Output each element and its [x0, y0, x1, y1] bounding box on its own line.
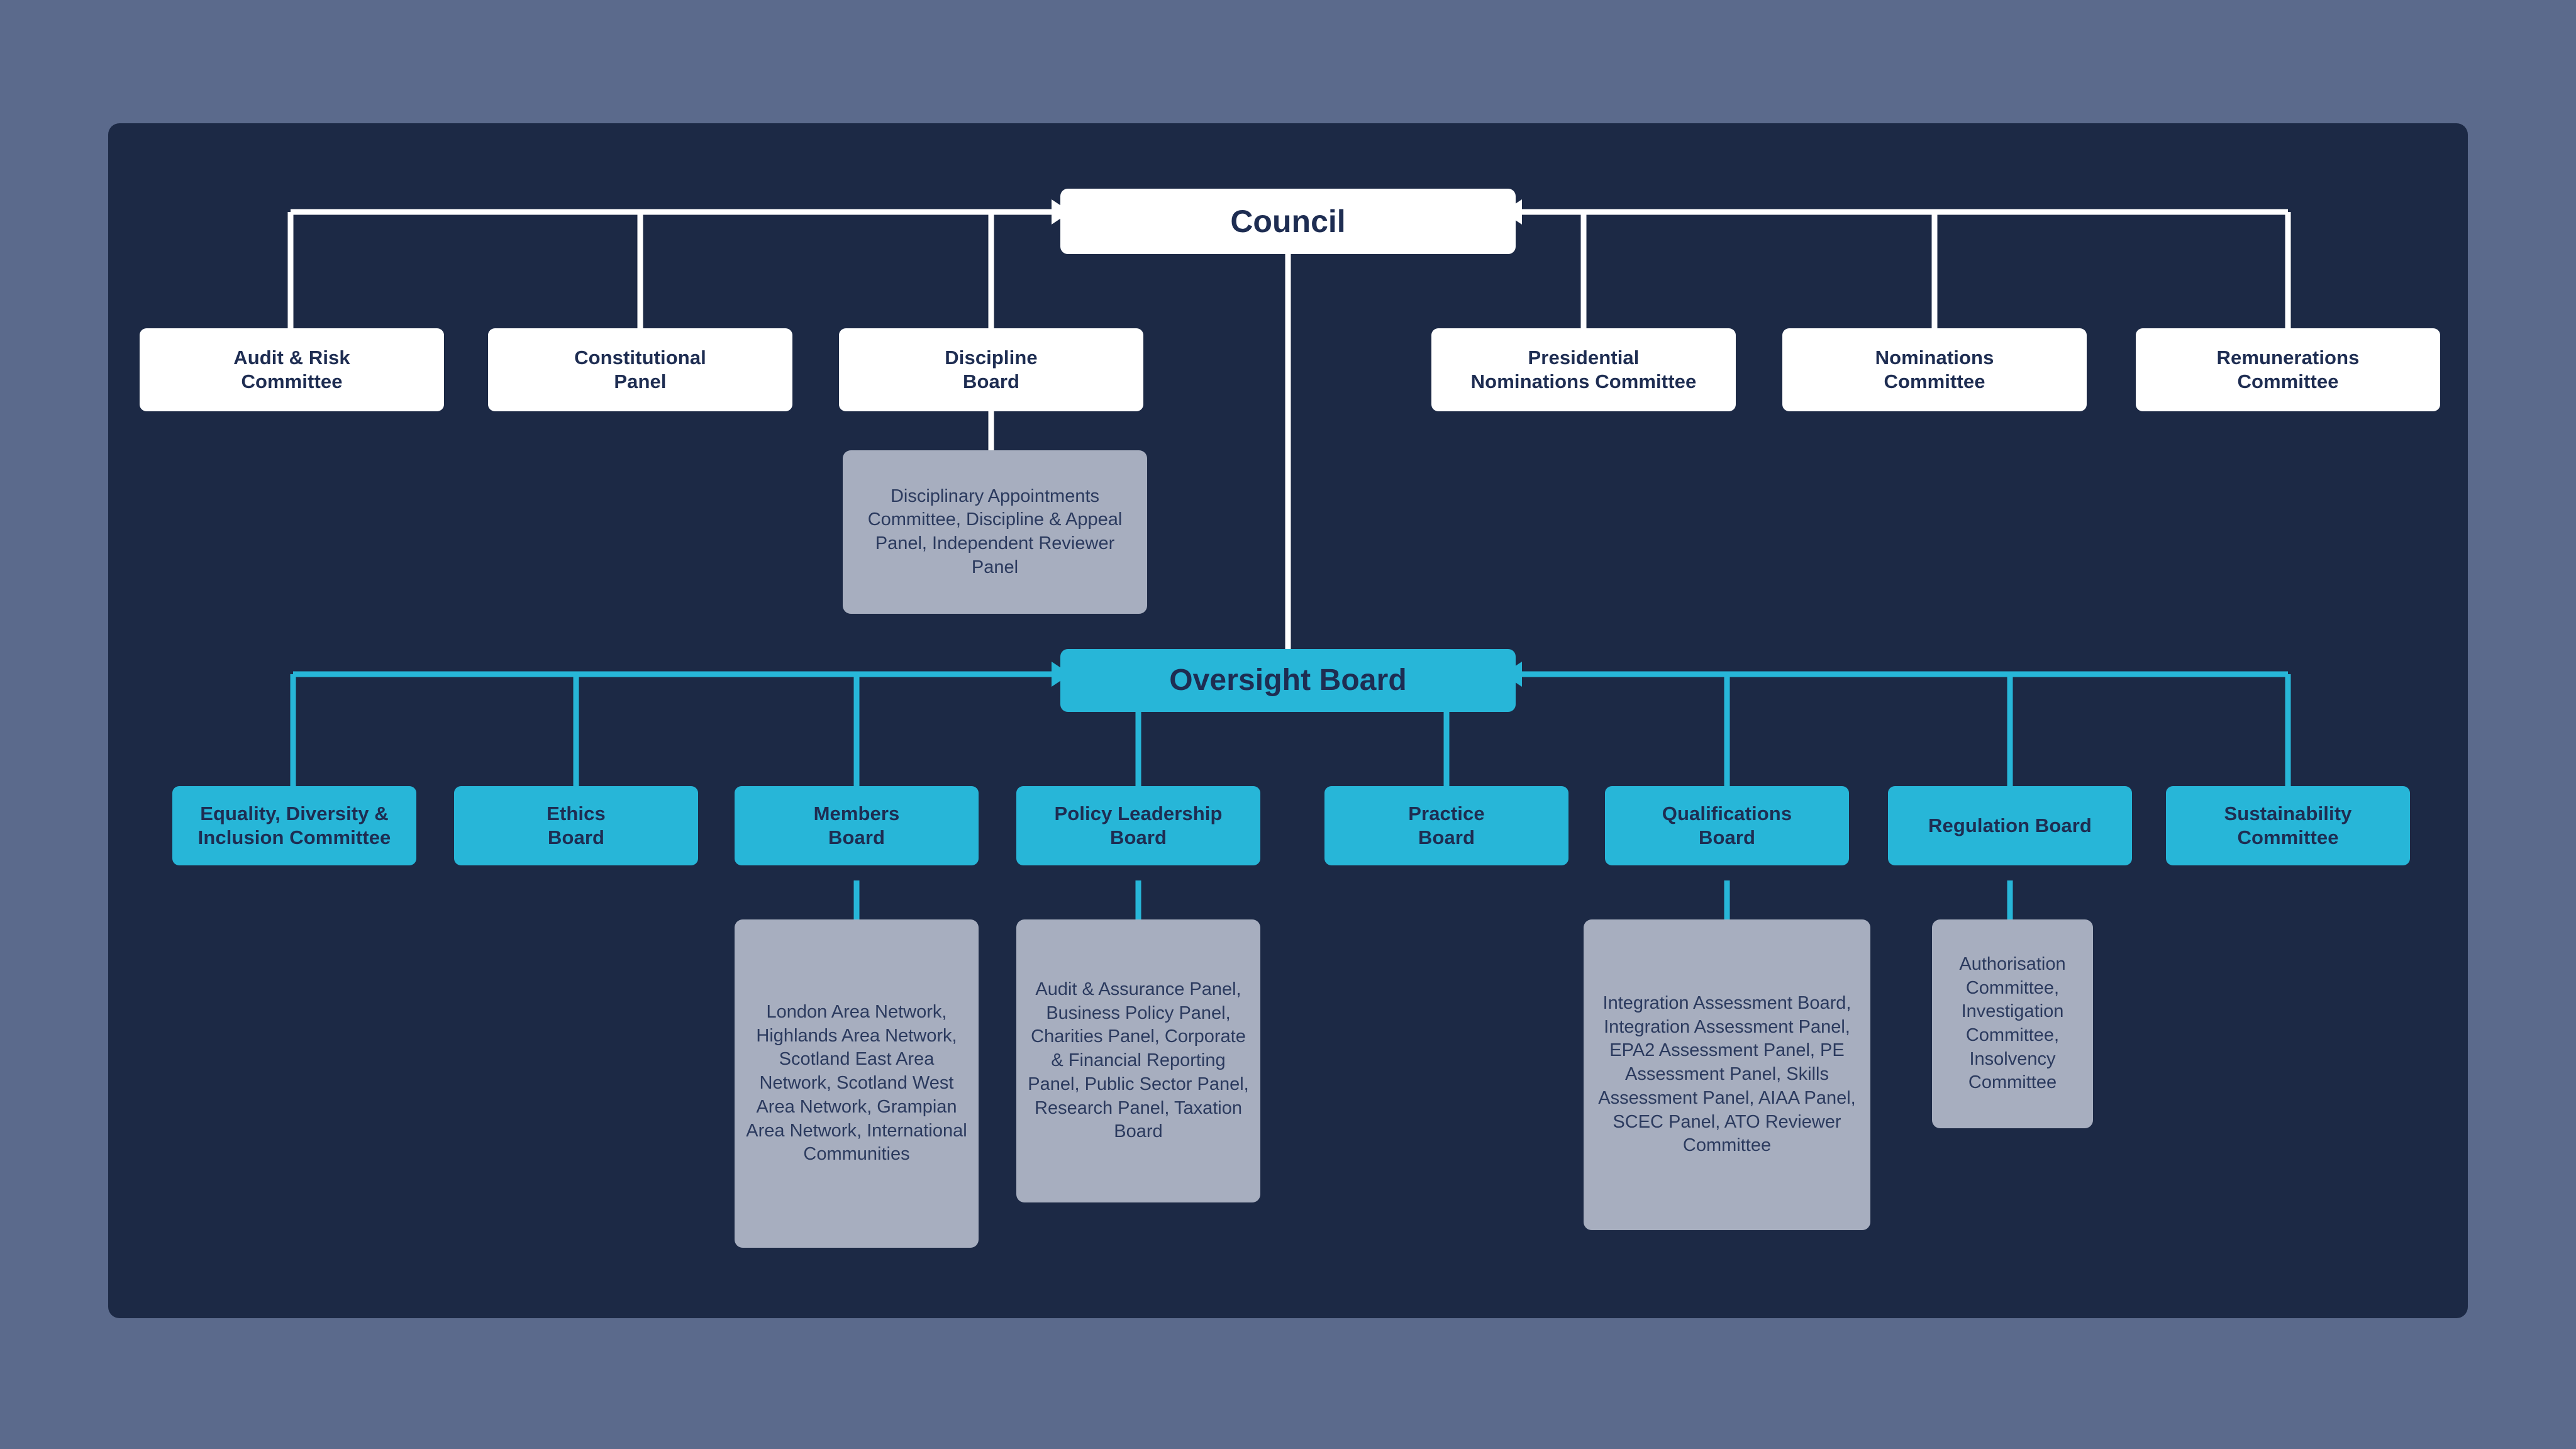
node-policy-leadership-board-subpanel-label: Audit & Assurance Panel, Business Policy…	[1028, 979, 1249, 1142]
node-oversight-board-label: Oversight Board	[1169, 663, 1407, 697]
node-equality-diversity-inclusion-committee-label: Equality, Diversity &Inclusion Committee	[197, 802, 391, 848]
node-members-board-subpanel-label: London Area Network, Highlands Area Netw…	[746, 1002, 967, 1165]
node-council-label: Council	[1230, 203, 1346, 239]
node-discipline-board-subpanel-label: Disciplinary Appointments Committee, Dis…	[867, 486, 1123, 577]
node-regulation-board[interactable]: Regulation Board	[1888, 786, 2132, 865]
node-qualifications-board-subpanel-label: Integration Assessment Board, Integratio…	[1598, 993, 1856, 1156]
node-equality-diversity-inclusion-committee[interactable]: Equality, Diversity &Inclusion Committee	[172, 786, 416, 865]
diagram-canvas	[108, 123, 2468, 1318]
node-discipline-board-subpanel: Disciplinary Appointments Committee, Dis…	[843, 450, 1147, 614]
node-council[interactable]: Council	[1060, 189, 1516, 254]
node-oversight-board[interactable]: Oversight Board	[1060, 649, 1516, 712]
node-qualifications-board-subpanel: Integration Assessment Board, Integratio…	[1584, 919, 1870, 1230]
node-members-board-subpanel: London Area Network, Highlands Area Netw…	[735, 919, 979, 1248]
node-regulation-board-label: Regulation Board	[1928, 814, 2092, 837]
node-regulation-board-subpanel-label: Authorisation Committee, Investigation C…	[1959, 953, 2066, 1093]
node-policy-leadership-board-subpanel: Audit & Assurance Panel, Business Policy…	[1016, 919, 1260, 1202]
node-regulation-board-subpanel: Authorisation Committee, Investigation C…	[1932, 919, 2093, 1128]
